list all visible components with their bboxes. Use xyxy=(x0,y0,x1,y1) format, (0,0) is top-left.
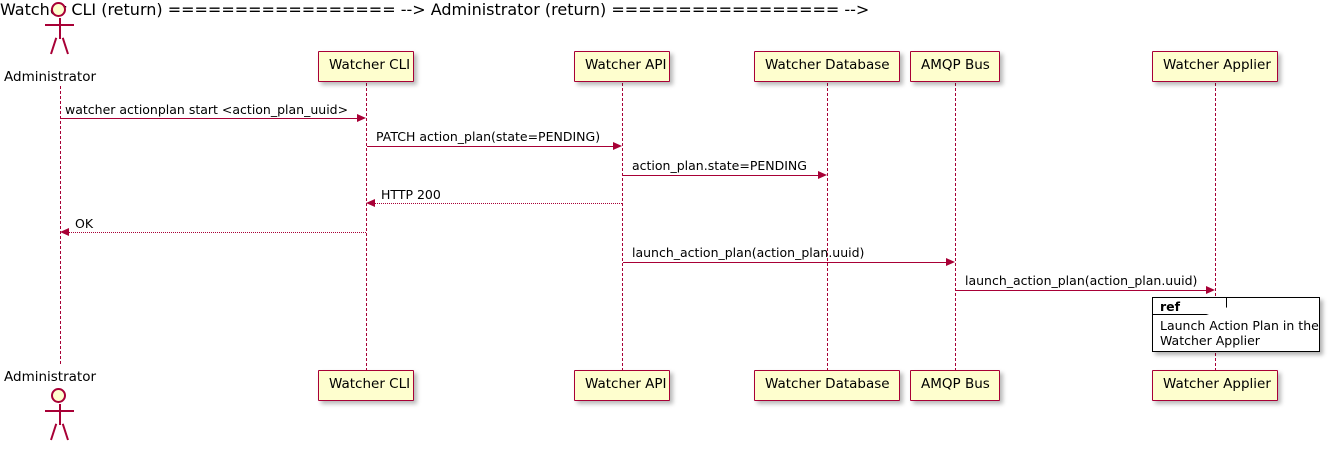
message-arrowhead-5 xyxy=(60,227,69,236)
participant-box-watcher-api-top[interactable]: Watcher API xyxy=(574,51,670,82)
message-line-3 xyxy=(623,175,818,176)
actor-arms-icon xyxy=(45,410,74,412)
participant-box-amqp-bus-top[interactable]: AMQP Bus xyxy=(910,51,1000,82)
message-label-2: PATCH action_plan(state=PENDING) xyxy=(376,129,601,144)
message-label-1: watcher actionplan start <action_plan_uu… xyxy=(65,102,349,117)
message-label-6: launch_action_plan(action_plan.uuid) xyxy=(632,245,865,260)
ref-fragment-keyword: ref xyxy=(1153,298,1227,315)
participant-box-watcher-applier-bottom[interactable]: Watcher Applier xyxy=(1152,370,1278,401)
message-line-6 xyxy=(623,262,946,263)
message-label-7: launch_action_plan(action_plan.uuid) xyxy=(965,273,1198,288)
message-arrowhead-3 xyxy=(818,170,827,179)
actor-body-icon xyxy=(58,404,61,425)
lifeline-watcher-applier xyxy=(1215,83,1216,371)
actor-label-top: Administrator xyxy=(4,69,97,85)
lifeline-watcher-cli xyxy=(366,83,367,371)
lifeline-watcher-database xyxy=(827,83,828,371)
lifeline-watcher-api xyxy=(622,83,623,371)
message-line-1 xyxy=(61,118,357,119)
message-label-3: action_plan.state=PENDING xyxy=(632,158,807,173)
message-arrowhead-6 xyxy=(946,257,955,266)
actor-arms-icon xyxy=(45,24,74,26)
message-label-5: OK xyxy=(75,216,94,231)
actor-leg-right-icon xyxy=(61,423,69,441)
participant-box-watcher-api-bottom[interactable]: Watcher API xyxy=(574,370,670,401)
lifeline-administrator xyxy=(60,86,61,364)
participant-box-watcher-cli-bottom[interactable]: Watcher CLI xyxy=(318,370,414,401)
actor-body-icon xyxy=(58,18,61,39)
message-arrowhead-7 xyxy=(1206,285,1215,294)
ref-fragment: ref Launch Action Plan in the Watcher Ap… xyxy=(1152,297,1320,352)
actor-leg-left-icon xyxy=(50,37,58,55)
participant-box-watcher-cli-top[interactable]: Watcher CLI xyxy=(318,51,414,82)
actor-head-icon xyxy=(51,388,66,403)
actor-leg-right-icon xyxy=(61,37,69,55)
participant-box-watcher-applier-top[interactable]: Watcher Applier xyxy=(1152,51,1278,82)
message-line-4 xyxy=(375,203,622,204)
message-label-4: HTTP 200 xyxy=(381,187,441,202)
lifeline-amqp-bus xyxy=(955,83,956,371)
message-line-2 xyxy=(367,146,613,147)
message-line-7 xyxy=(956,290,1206,291)
message-arrowhead-1 xyxy=(357,113,366,122)
actor-head-icon xyxy=(51,2,66,17)
participant-box-watcher-database-top[interactable]: Watcher Database xyxy=(754,51,900,82)
actor-administrator-bottom xyxy=(42,388,78,441)
participant-box-watcher-database-bottom[interactable]: Watcher Database xyxy=(754,370,900,401)
actor-leg-left-icon xyxy=(50,423,58,441)
message-arrowhead-4 xyxy=(366,198,375,207)
actor-administrator-top xyxy=(42,2,78,55)
actor-label-bottom: Administrator xyxy=(4,369,97,385)
participant-box-amqp-bus-bottom[interactable]: AMQP Bus xyxy=(910,370,1000,401)
message-line-5 xyxy=(69,232,366,233)
message-arrowhead-2 xyxy=(613,141,622,150)
ref-fragment-text: Launch Action Plan in the Watcher Applie… xyxy=(1160,318,1319,348)
